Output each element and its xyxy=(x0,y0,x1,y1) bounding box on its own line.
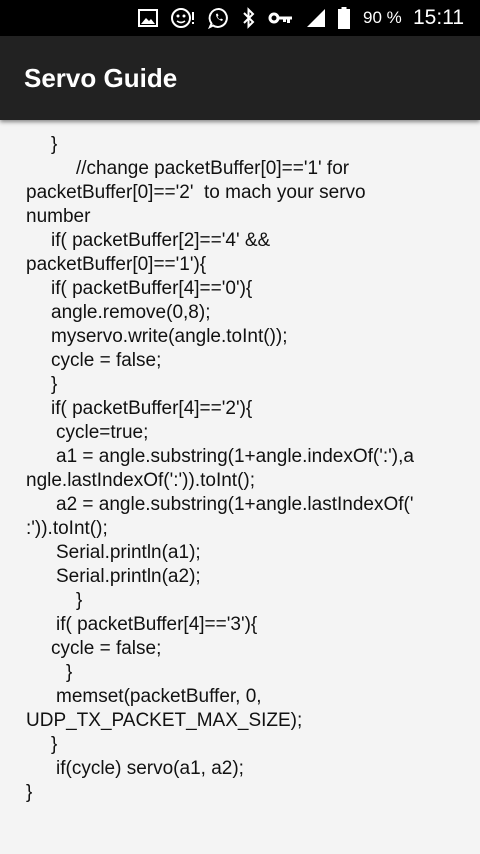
code-content: } //change packetBuffer[0]=='1' for pack… xyxy=(0,120,480,854)
code-line: if( packetBuffer[4]=='0'){ xyxy=(51,278,253,299)
app-bar: Servo Guide xyxy=(0,36,480,120)
signal-icon xyxy=(306,8,326,28)
clock: 15:11 xyxy=(413,6,464,29)
code-line: Serial.println(a1); xyxy=(56,542,201,563)
code-line: } xyxy=(26,782,33,803)
code-line: packetBuffer[0]=='1'){ xyxy=(26,254,207,275)
code-line: //change packetBuffer[0]=='1' for xyxy=(76,158,350,179)
vpn-key-icon xyxy=(268,10,294,26)
code-line: if( packetBuffer[4]=='2'){ xyxy=(51,398,253,419)
code-line: :')).toInt(); xyxy=(26,518,108,539)
code-line: packetBuffer[0]=='2' to mach your servo xyxy=(26,182,366,203)
code-line: Serial.println(a2); xyxy=(56,566,201,587)
code-line: if( packetBuffer[2]=='4' && xyxy=(51,230,271,251)
code-line: number xyxy=(26,206,91,227)
code-line: } xyxy=(51,374,58,395)
code-line: } xyxy=(51,134,58,155)
whatsapp-icon xyxy=(208,7,230,29)
code-line: if( packetBuffer[4]=='3'){ xyxy=(56,614,258,635)
code-line: if(cycle) servo(a1, a2); xyxy=(56,758,244,779)
code-line: UDP_TX_PACKET_MAX_SIZE); xyxy=(26,710,303,731)
code-line: ngle.lastIndexOf(':')).toInt(); xyxy=(26,470,256,491)
battery-icon xyxy=(338,7,350,29)
code-line: angle.remove(0,8); xyxy=(51,302,211,323)
status-bar: 90 % 15:11 xyxy=(0,0,480,36)
code-line: } xyxy=(66,662,73,683)
code-line: cycle = false; xyxy=(51,638,162,659)
code-line: a2 = angle.substring(1+angle.lastIndexOf… xyxy=(56,494,414,515)
code-line: cycle=true; xyxy=(56,422,149,443)
face-notification-icon xyxy=(170,7,196,29)
code-line: } xyxy=(51,734,58,755)
code-line: myservo.write(angle.toInt()); xyxy=(51,326,288,347)
code-line: } xyxy=(76,590,83,611)
app-title: Servo Guide xyxy=(24,63,178,93)
code-line: cycle = false; xyxy=(51,350,162,371)
image-icon xyxy=(138,9,158,27)
bluetooth-icon xyxy=(242,7,256,29)
code-line: a1 = angle.substring(1+angle.indexOf(':'… xyxy=(56,446,414,467)
code-line: memset(packetBuffer, 0, xyxy=(56,686,262,707)
status-icons xyxy=(138,0,362,36)
battery-percentage: 90 % xyxy=(363,8,402,27)
